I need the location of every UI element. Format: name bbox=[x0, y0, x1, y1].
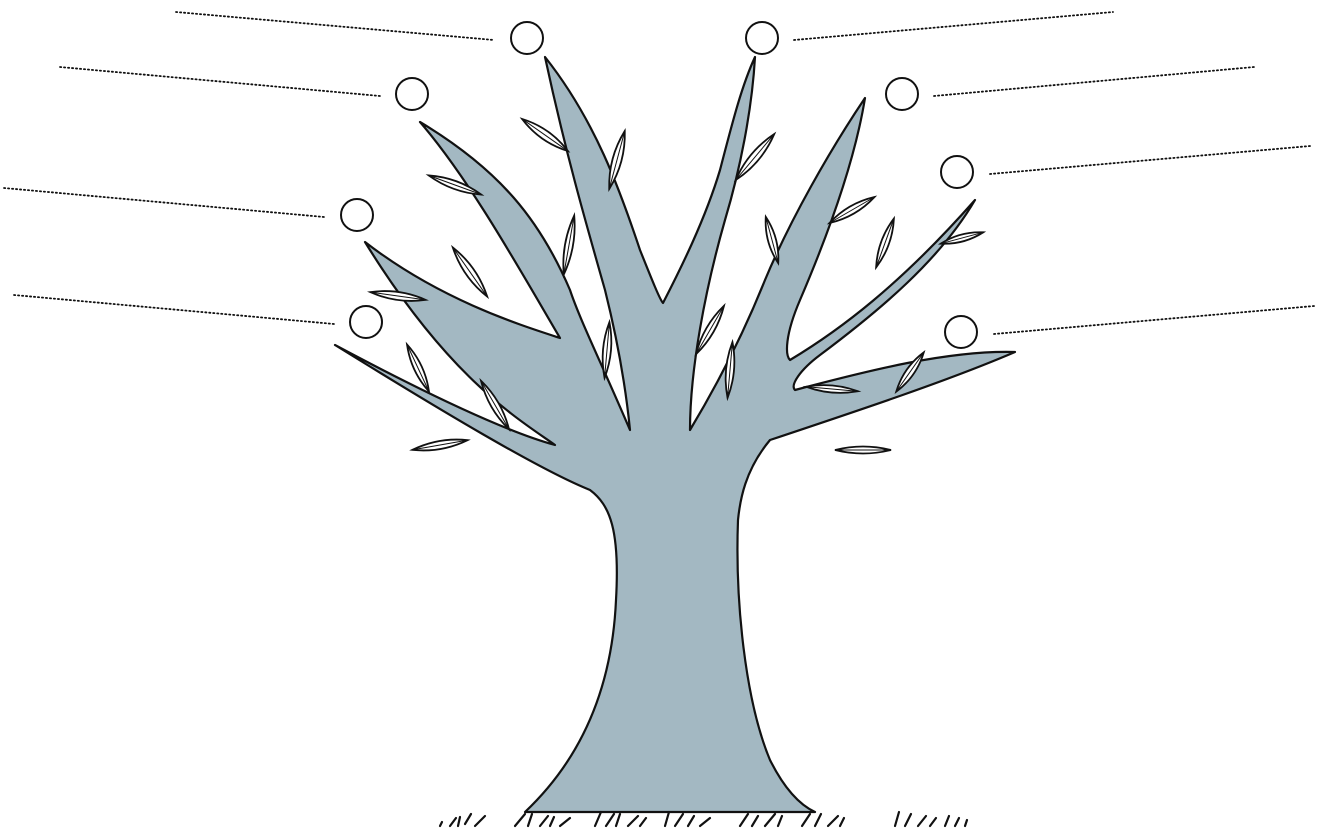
answer-line[interactable] bbox=[934, 67, 1254, 96]
answer-line[interactable] bbox=[176, 12, 494, 40]
answer-slot-6 bbox=[4, 188, 373, 231]
grass-tufts bbox=[440, 812, 967, 826]
answer-circle[interactable] bbox=[341, 199, 373, 231]
answer-line[interactable] bbox=[14, 295, 334, 324]
answer-slot-4 bbox=[886, 67, 1254, 110]
answer-circle[interactable] bbox=[511, 22, 543, 54]
answer-slot-2 bbox=[746, 12, 1113, 54]
tree-icon bbox=[335, 57, 1015, 812]
leaf-icon bbox=[835, 447, 891, 454]
answer-circle[interactable] bbox=[396, 78, 428, 110]
answer-circle[interactable] bbox=[746, 22, 778, 54]
answer-line[interactable] bbox=[60, 67, 380, 96]
answer-slot-8 bbox=[945, 306, 1314, 348]
answer-circle[interactable] bbox=[886, 78, 918, 110]
leaf-icon bbox=[872, 217, 897, 269]
answer-circle[interactable] bbox=[350, 306, 382, 338]
answer-circle[interactable] bbox=[941, 156, 973, 188]
answer-circle[interactable] bbox=[945, 316, 977, 348]
leaf-icon bbox=[605, 130, 629, 190]
leaf-icon bbox=[560, 215, 578, 275]
answer-slot-7 bbox=[14, 295, 382, 338]
answer-slot-5 bbox=[941, 146, 1310, 188]
answer-line[interactable] bbox=[794, 12, 1113, 40]
answer-slot-3 bbox=[60, 67, 428, 110]
tree-trunk-and-branches bbox=[335, 57, 1015, 812]
answer-line[interactable] bbox=[4, 188, 324, 217]
leaf-icon bbox=[412, 436, 469, 454]
leaf-icon bbox=[449, 245, 491, 299]
leaf-icon bbox=[601, 322, 614, 378]
answer-line[interactable] bbox=[994, 306, 1314, 334]
leaf-icon bbox=[762, 216, 782, 264]
answer-line[interactable] bbox=[990, 146, 1310, 174]
answer-slot-1 bbox=[176, 12, 543, 54]
